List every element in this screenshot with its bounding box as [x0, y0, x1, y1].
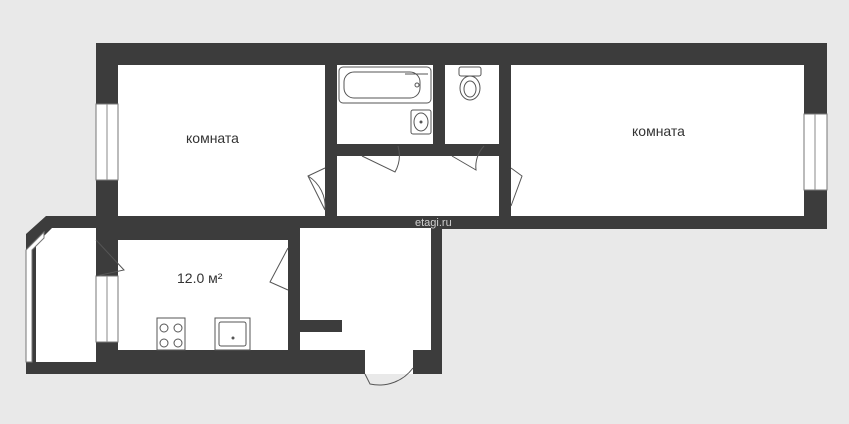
kitchen-floor: [118, 240, 288, 350]
corridor-floor: [337, 156, 499, 216]
inner-walls: [96, 65, 511, 374]
right-room-floor: [511, 65, 804, 216]
left-room-floor: [118, 65, 325, 216]
sink-icon: [214, 317, 251, 351]
bathtub-icon: [338, 66, 432, 104]
windows: [25, 103, 828, 363]
kitchen-area-label: 12.0 м²: [177, 270, 223, 286]
watermark: etagi.ru: [415, 217, 452, 229]
balcony-floor: [36, 228, 96, 362]
toilet-icon: [458, 66, 482, 101]
room-label-left: комната: [186, 130, 239, 146]
window-balcony: [25, 230, 45, 363]
washbasin-icon: [410, 109, 432, 135]
stove-icon: [156, 317, 186, 351]
room-label-right: комната: [632, 123, 685, 139]
doors: [95, 145, 523, 386]
